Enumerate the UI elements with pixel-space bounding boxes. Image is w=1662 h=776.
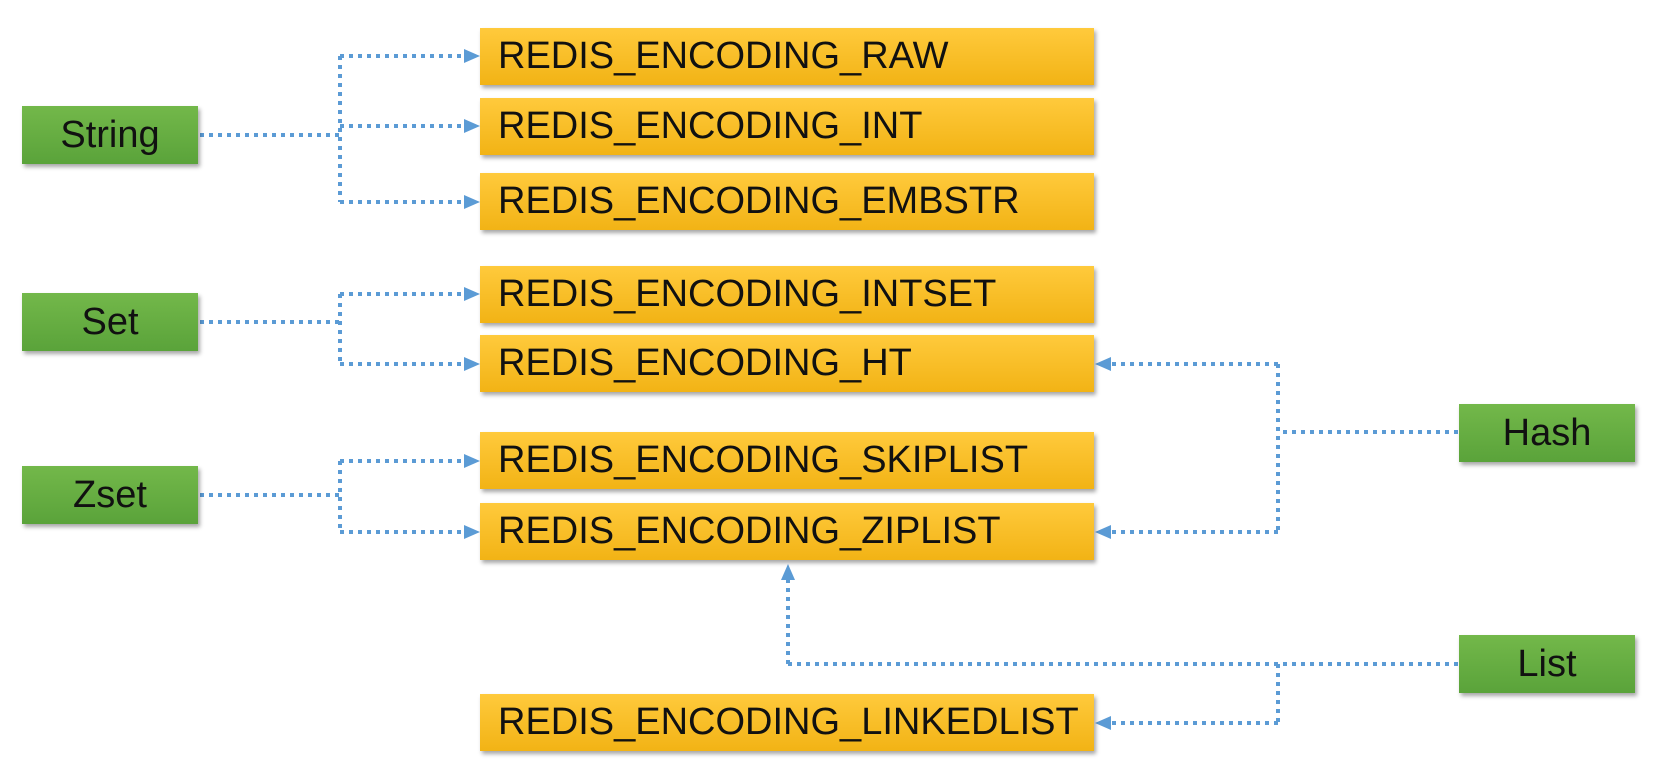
encoding-label-embstr: REDIS_ENCODING_EMBSTR [498,180,1020,222]
type-node-hash: Hash [1459,404,1635,462]
arrowhead-set-ht [464,357,480,371]
arrowhead-string-raw [464,49,480,63]
encoding-node-raw: REDIS_ENCODING_RAW [480,28,1094,85]
arrowhead-list-linkedlist [1095,716,1111,730]
encoding-label-intset: REDIS_ENCODING_INTSET [498,273,997,315]
type-label-zset: Zset [73,473,147,516]
encoding-node-int: REDIS_ENCODING_INT [480,98,1094,155]
arrowhead-hash-ht [1095,357,1111,371]
arrowhead-list-ziplist [781,564,795,580]
encoding-label-ht: REDIS_ENCODING_HT [498,342,912,384]
arrowhead-hash-ziplist [1095,525,1111,539]
arrowhead-string-int [464,119,480,133]
type-node-list: List [1459,635,1635,693]
encoding-node-ht: REDIS_ENCODING_HT [480,335,1094,392]
encoding-node-linkedlist: REDIS_ENCODING_LINKEDLIST [480,694,1094,751]
arrowhead-zset-skiplist [464,454,480,468]
encoding-node-embstr: REDIS_ENCODING_EMBSTR [480,173,1094,230]
encoding-node-intset: REDIS_ENCODING_INTSET [480,266,1094,323]
arrowhead-set-intset [464,287,480,301]
encoding-label-ziplist: REDIS_ENCODING_ZIPLIST [498,510,1001,552]
type-label-hash: Hash [1502,411,1592,454]
encoding-node-skiplist: REDIS_ENCODING_SKIPLIST [480,432,1094,489]
encoding-label-raw: REDIS_ENCODING_RAW [498,35,949,77]
type-node-set: Set [22,293,198,351]
encoding-label-skiplist: REDIS_ENCODING_SKIPLIST [498,439,1029,481]
encoding-label-linkedlist: REDIS_ENCODING_LINKEDLIST [498,701,1079,743]
type-label-string: String [60,113,160,156]
type-label-set: Set [81,300,139,343]
arrowhead-zset-ziplist [464,525,480,539]
type-node-string: String [22,106,198,164]
encoding-node-ziplist: REDIS_ENCODING_ZIPLIST [480,503,1094,560]
arrowhead-string-embstr [464,195,480,209]
type-node-zset: Zset [22,466,198,524]
type-label-list: List [1517,642,1577,685]
encoding-label-int: REDIS_ENCODING_INT [498,105,923,147]
